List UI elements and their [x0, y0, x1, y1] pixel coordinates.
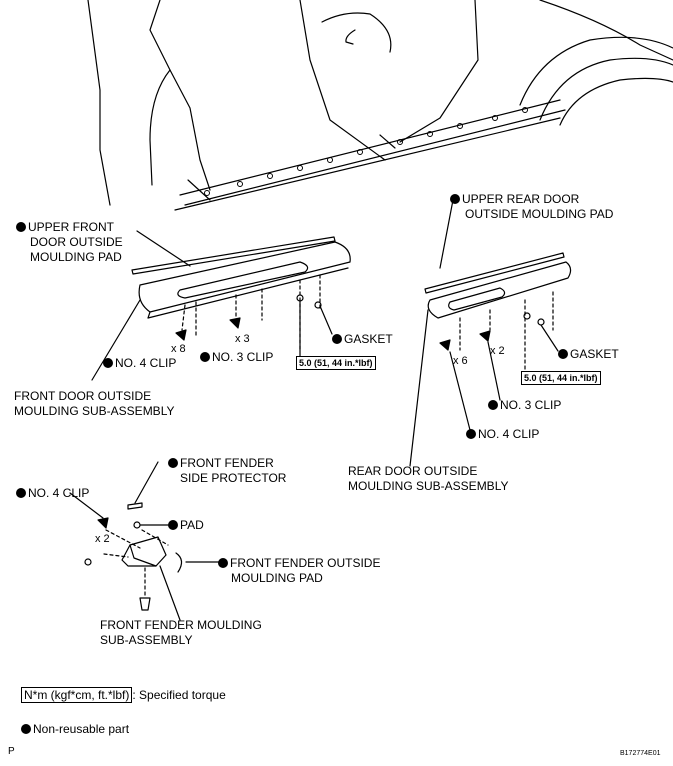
label-gasket-front: GASKET	[332, 332, 393, 347]
label-upper-rear-pad: UPPER REAR DOOR	[450, 192, 579, 207]
label-gasket-rear: GASKET	[558, 347, 619, 362]
legend-torque-box: N*m (kgf*cm, ft.*lbf)	[21, 687, 133, 703]
label-fender-side-protector-line2: SIDE PROTECTOR	[180, 471, 287, 485]
non-reusable-dot-icon	[332, 334, 342, 344]
non-reusable-dot-icon	[218, 558, 228, 568]
non-reusable-dot-icon	[103, 358, 113, 368]
non-reusable-dot-icon	[21, 724, 31, 734]
label-upper-rear-pad-line2: OUTSIDE MOULDING PAD	[465, 207, 614, 221]
upper-rear-pad-strip	[424, 252, 565, 294]
fender-outside-pad	[175, 552, 183, 573]
label-upper-front-pad-line3: MOULDING PAD	[30, 250, 122, 264]
label-front-door-sub-line2: MOULDING SUB-ASSEMBLY	[14, 404, 175, 418]
label-upper-front-pad: UPPER FRONT	[16, 220, 114, 235]
label-front-door-sub-line1: FRONT DOOR OUTSIDE	[14, 389, 152, 403]
label-no4-clip-rear: NO. 4 CLIP	[466, 427, 539, 442]
label-upper-front-pad-line2: DOOR OUTSIDE	[30, 235, 123, 249]
count-front-no3: x 3	[235, 333, 250, 345]
torque-spec-rear: 5.0 (51, 44 in.*lbf)	[521, 371, 601, 385]
figure-id: B172774E01	[620, 750, 661, 757]
label-fender-outside-pad-line2: MOULDING PAD	[231, 571, 323, 585]
label-no3-clip-rear: NO. 3 CLIP	[488, 398, 561, 413]
fender-clip	[97, 517, 109, 529]
non-reusable-dot-icon	[168, 458, 178, 468]
non-reusable-dot-icon	[450, 194, 460, 204]
label-fender-outside-pad: FRONT FENDER OUTSIDE	[218, 556, 380, 571]
label-fender-sub-line2: SUB-ASSEMBLY	[100, 633, 193, 647]
legend-nonreusable: Non-reusable part	[21, 722, 129, 737]
label-no4-clip-fender: NO. 4 CLIP	[16, 486, 89, 501]
label-no4-clip-front: NO. 4 CLIP	[103, 356, 176, 371]
label-fender-side-protector: FRONT FENDER	[168, 456, 274, 471]
count-fender-no4: x 2	[95, 533, 110, 545]
label-fender-sub-line1: FRONT FENDER MOULDING	[100, 618, 262, 632]
non-reusable-dot-icon	[16, 222, 26, 232]
non-reusable-dot-icon	[558, 349, 568, 359]
count-rear-no4: x 6	[453, 355, 468, 367]
legend-torque-text: : Specified torque	[132, 688, 226, 702]
label-rear-door-sub-line1: REAR DOOR OUTSIDE	[348, 464, 478, 478]
fender-side-protector	[127, 502, 143, 510]
front-door-moulding	[138, 241, 351, 313]
non-reusable-dot-icon	[200, 352, 210, 362]
count-rear-no3: x 2	[490, 345, 505, 357]
non-reusable-dot-icon	[168, 520, 178, 530]
label-rear-door-sub-line2: MOULDING SUB-ASSEMBLY	[348, 479, 509, 493]
upper-front-pad-strip	[131, 236, 336, 275]
count-front-no4: x 8	[171, 343, 186, 355]
non-reusable-dot-icon	[16, 488, 26, 498]
body-fasteners	[204, 107, 528, 196]
vehicle-body	[87, 0, 673, 211]
torque-spec-front: 5.0 (51, 44 in.*lbf)	[296, 356, 376, 370]
non-reusable-dot-icon	[466, 429, 476, 439]
legend-torque: N*m (kgf*cm, ft.*lbf): Specified torque	[21, 687, 226, 703]
page-mark: P	[8, 746, 15, 757]
label-pad: PAD	[168, 518, 204, 533]
label-no3-clip-front: NO. 3 CLIP	[200, 350, 273, 365]
rear-door-moulding	[427, 261, 572, 319]
non-reusable-dot-icon	[488, 400, 498, 410]
